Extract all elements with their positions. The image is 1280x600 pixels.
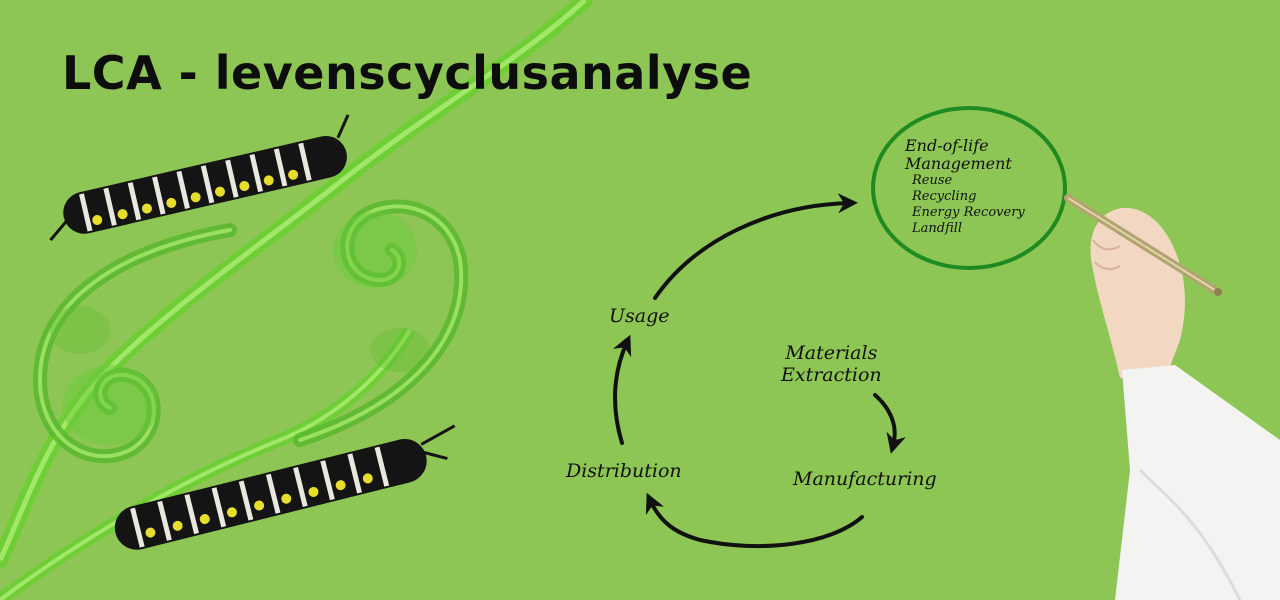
hand-with-pen [1064,194,1280,600]
stage-distribution: Distribution [566,460,682,482]
fern-curl-right [293,199,469,447]
arrow-manufacturing-to-distribution [645,492,864,549]
end-of-life-item: Energy Recovery [912,205,1025,220]
arrow-extraction-to-manufacturing [873,393,906,454]
caterpillar-bottom [114,424,456,550]
arrow-distribution-to-usage [612,334,632,445]
end-of-life-item: Recycling [912,189,977,204]
end-of-life-title-line1: End-of-life [905,136,989,155]
end-of-life-block: End-of-life Management Reuse Recycling E… [905,137,1025,237]
stage-materials-line1: Materials [785,342,878,364]
caterpillar-top [49,114,350,241]
end-of-life-circle [871,106,1067,270]
fern-curl-left [32,223,237,464]
end-of-life-title-line2: Management [905,154,1012,173]
end-of-life-item: Landfill [912,221,963,236]
stage-materials-extraction: Materials Extraction [781,342,882,386]
end-of-life-item: Reuse [912,173,953,188]
stage-usage: Usage [609,305,670,327]
page-title: LCA - levenscyclusanalyse [62,46,753,100]
stage-materials-line2: Extraction [781,364,882,386]
stage-manufacturing: Manufacturing [793,468,937,490]
arrow-usage-to-end-of-life [653,193,858,300]
